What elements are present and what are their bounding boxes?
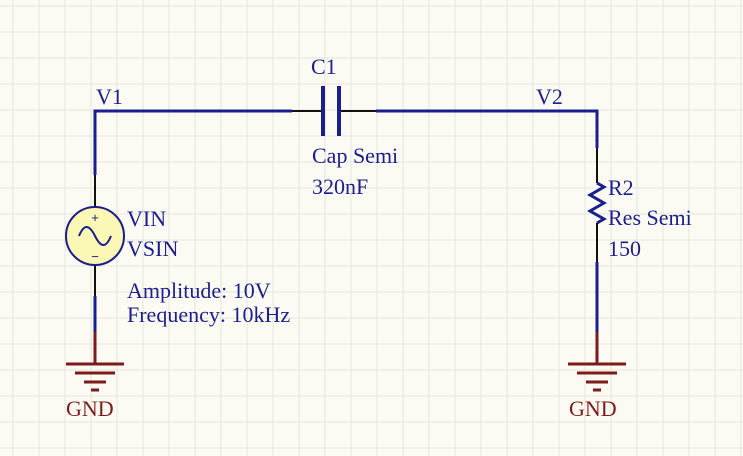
net-label-v2[interactable]: V2 <box>536 84 563 109</box>
ground-label-right: GND <box>569 396 617 421</box>
ground-symbol-left[interactable] <box>66 332 124 392</box>
resistor-zigzag <box>586 181 608 225</box>
resistor-value: 150 <box>608 236 641 261</box>
source-minus-sign: − <box>91 249 99 264</box>
ground-symbol-right[interactable] <box>568 332 626 392</box>
capacitor-c1[interactable] <box>292 86 376 136</box>
capacitor-designator: C1 <box>311 54 337 79</box>
wire-v2[interactable] <box>376 109 599 148</box>
wire-v1[interactable] <box>93 109 292 175</box>
resistor-comment: Res Semi <box>608 205 692 230</box>
sine-source-vin[interactable]: + − <box>65 175 125 296</box>
source-designator: VIN <box>127 206 167 231</box>
source-amplitude: Amplitude: 10V <box>127 278 271 303</box>
ground-label-left: GND <box>66 396 114 421</box>
sine-wave-icon <box>78 226 112 246</box>
net-label-v1[interactable]: V1 <box>96 84 123 109</box>
capacitor-comment: Cap Semi <box>312 143 399 168</box>
source-comment: VSIN <box>127 236 179 261</box>
source-plus-sign: + <box>91 210 99 225</box>
capacitor-value: 320nF <box>312 174 369 199</box>
resistor-r2[interactable] <box>586 148 608 262</box>
resistor-designator: R2 <box>608 175 634 200</box>
source-frequency: Frequency: 10kHz <box>127 302 291 327</box>
